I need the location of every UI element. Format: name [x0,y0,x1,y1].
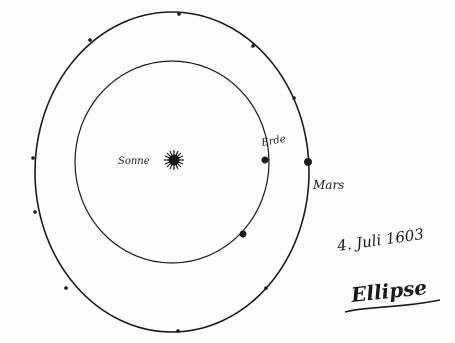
earth-position-marker [262,157,269,164]
mars-label: Mars [312,178,344,192]
mars-orbit-ticks [31,12,296,333]
orbit-tick [264,286,268,290]
ellipse-title: Ellipse [349,275,428,307]
orbit-tick [177,12,181,16]
orbit-tick [64,286,68,290]
sun-label: Sonne [118,156,150,167]
earth-label: Erde [260,134,287,149]
earth-position-marker [240,231,247,238]
orbit-tick [31,156,35,160]
orbit-tick [33,210,37,214]
orbit-tick [292,96,296,100]
mars-position-marker [304,158,312,166]
date-annotation: 4. Juli 1603 [335,225,425,255]
orbit-tick [251,44,255,48]
orbit-tick [88,38,92,42]
mars-orbit [35,12,309,332]
orbit-tick [176,329,180,333]
sun-icon [164,150,184,170]
